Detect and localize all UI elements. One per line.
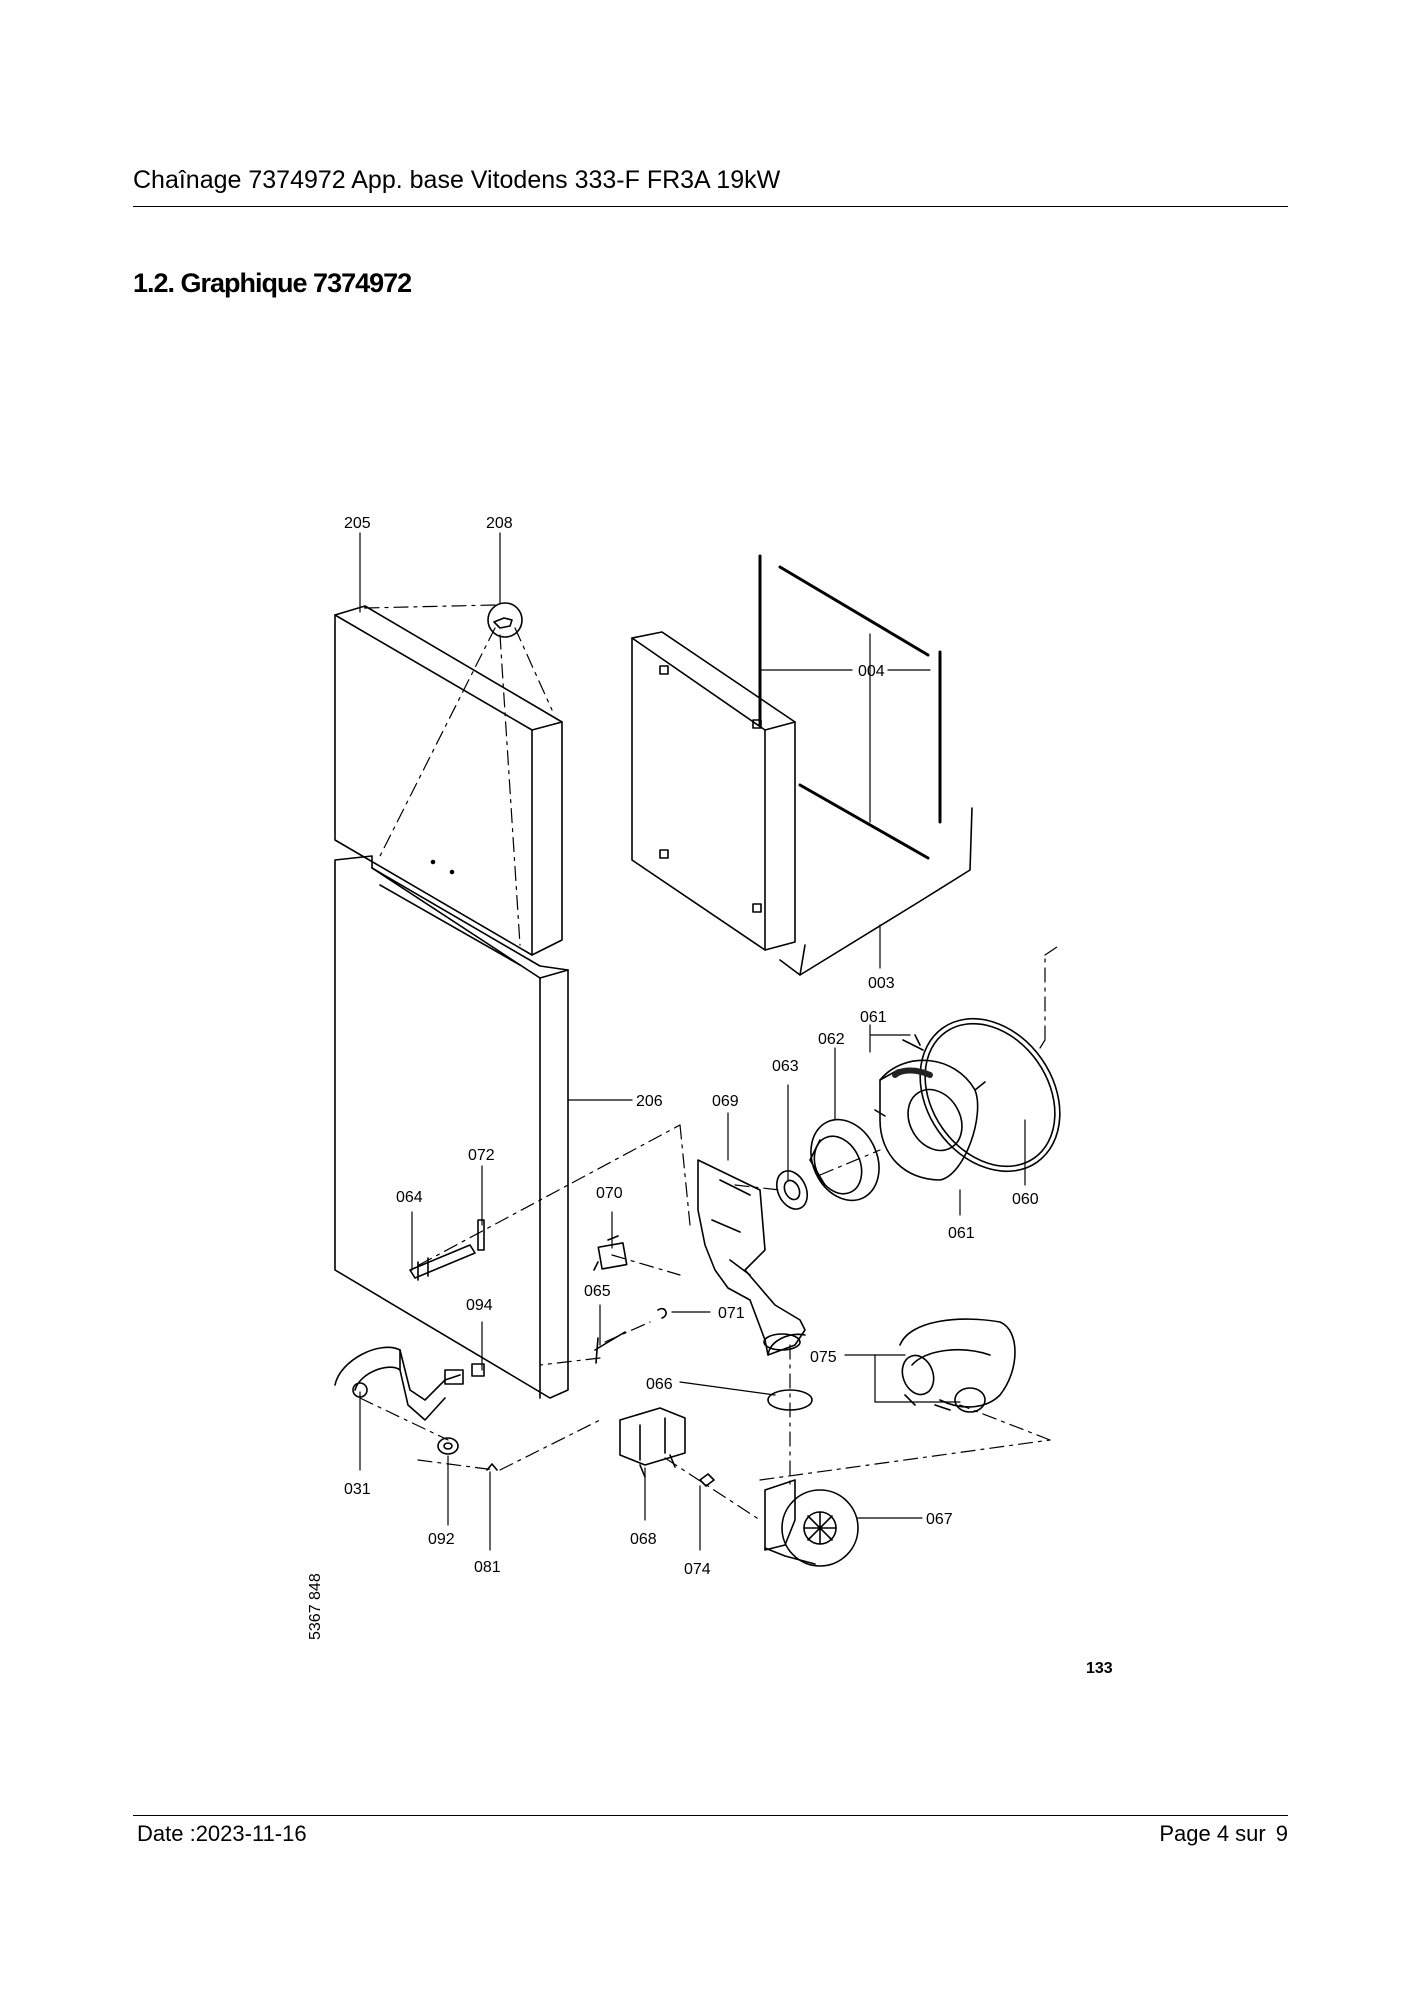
mixing-elbow bbox=[697, 1159, 806, 1356]
ionization-electrode bbox=[594, 1307, 667, 1364]
part-label: 004 bbox=[858, 663, 885, 680]
header-divider bbox=[133, 206, 1288, 207]
part-label: 070 bbox=[596, 1185, 623, 1202]
part-label: 081 bbox=[474, 1559, 501, 1576]
part-label: 003 bbox=[868, 975, 895, 992]
part-label: 071 bbox=[718, 1305, 745, 1322]
part-label: 074 bbox=[684, 1561, 711, 1578]
part-label: 061 bbox=[948, 1225, 975, 1242]
seal-clip bbox=[699, 1473, 715, 1487]
drawing-code: 5367 848 bbox=[307, 1573, 324, 1640]
page-label: Page 4 sur bbox=[1159, 1821, 1266, 1846]
burner-plate bbox=[874, 1034, 986, 1181]
part-label: 072 bbox=[468, 1147, 495, 1164]
gasket-ring bbox=[919, 1017, 1061, 1173]
page-total: 9 bbox=[1275, 1821, 1288, 1846]
fan-blower bbox=[764, 1479, 859, 1567]
part-label: 063 bbox=[772, 1058, 799, 1075]
pressure-switch bbox=[593, 1235, 628, 1271]
rear-panel-and-frame bbox=[631, 554, 973, 976]
section-heading: 1.2. Graphique 7374972 bbox=[133, 268, 412, 298]
footer-date: Date :2023-11-16 bbox=[137, 1821, 307, 1846]
part-label: 075 bbox=[810, 1349, 837, 1366]
part-label: 031 bbox=[344, 1481, 371, 1498]
front-panel-lower bbox=[334, 855, 569, 1399]
part-label: 206 bbox=[636, 1093, 663, 1110]
air-intake-pipe bbox=[899, 1318, 1016, 1413]
part-label: 208 bbox=[486, 515, 513, 532]
page-indicator: Page 4 sur 9 bbox=[1159, 1821, 1288, 1847]
front-panel-upper bbox=[334, 605, 563, 956]
part-label: 205 bbox=[344, 515, 371, 532]
part-label: 060 bbox=[1012, 1191, 1039, 1208]
part-label: 065 bbox=[584, 1283, 611, 1300]
footer-divider bbox=[133, 1815, 1288, 1816]
figure-number: 133 bbox=[1086, 1660, 1113, 1677]
screw-detail bbox=[487, 602, 523, 638]
gas-valve bbox=[619, 1407, 686, 1478]
part-label: 062 bbox=[818, 1031, 845, 1048]
part-label: 069 bbox=[712, 1093, 739, 1110]
part-label: 092 bbox=[428, 1531, 455, 1548]
part-label: 068 bbox=[630, 1531, 657, 1548]
part-label: 094 bbox=[466, 1297, 493, 1314]
part-label: 061 bbox=[860, 1009, 887, 1026]
part-label: 067 bbox=[926, 1511, 953, 1528]
document-title: Chaînage 7374972 App. base Vitodens 333-… bbox=[133, 166, 781, 194]
part-label: 066 bbox=[646, 1376, 673, 1393]
burner-unit bbox=[775, 1118, 880, 1210]
part-label: 064 bbox=[396, 1189, 423, 1206]
gas-pipe bbox=[334, 1346, 498, 1471]
